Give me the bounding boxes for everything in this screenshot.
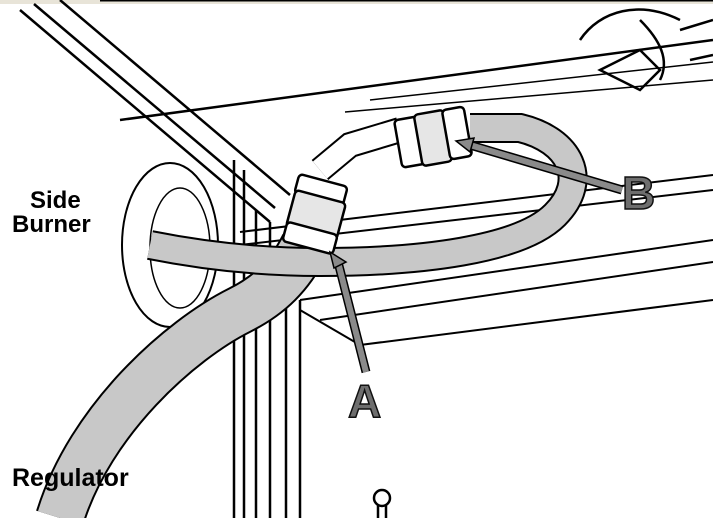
side-burner-label-line1: Side (30, 187, 81, 214)
keyhole-icon (372, 488, 392, 518)
grill-body-outline (19, 0, 713, 346)
callout-label-b: B (621, 167, 656, 219)
side-burner-hose (147, 115, 586, 276)
callout-arrow-b (454, 137, 624, 195)
callout-label-a: A (347, 375, 382, 427)
valve-assembly (578, 8, 713, 92)
fitting-b (393, 105, 473, 169)
regulator-label: Regulator (12, 464, 129, 492)
fitting-a (281, 173, 349, 255)
top-edge-strip (0, 0, 713, 4)
regulator-hose (38, 234, 326, 518)
callout-arrow-a (328, 250, 371, 374)
gas-pipe (311, 117, 404, 180)
side-burner-label-line2: Burner (12, 211, 91, 238)
